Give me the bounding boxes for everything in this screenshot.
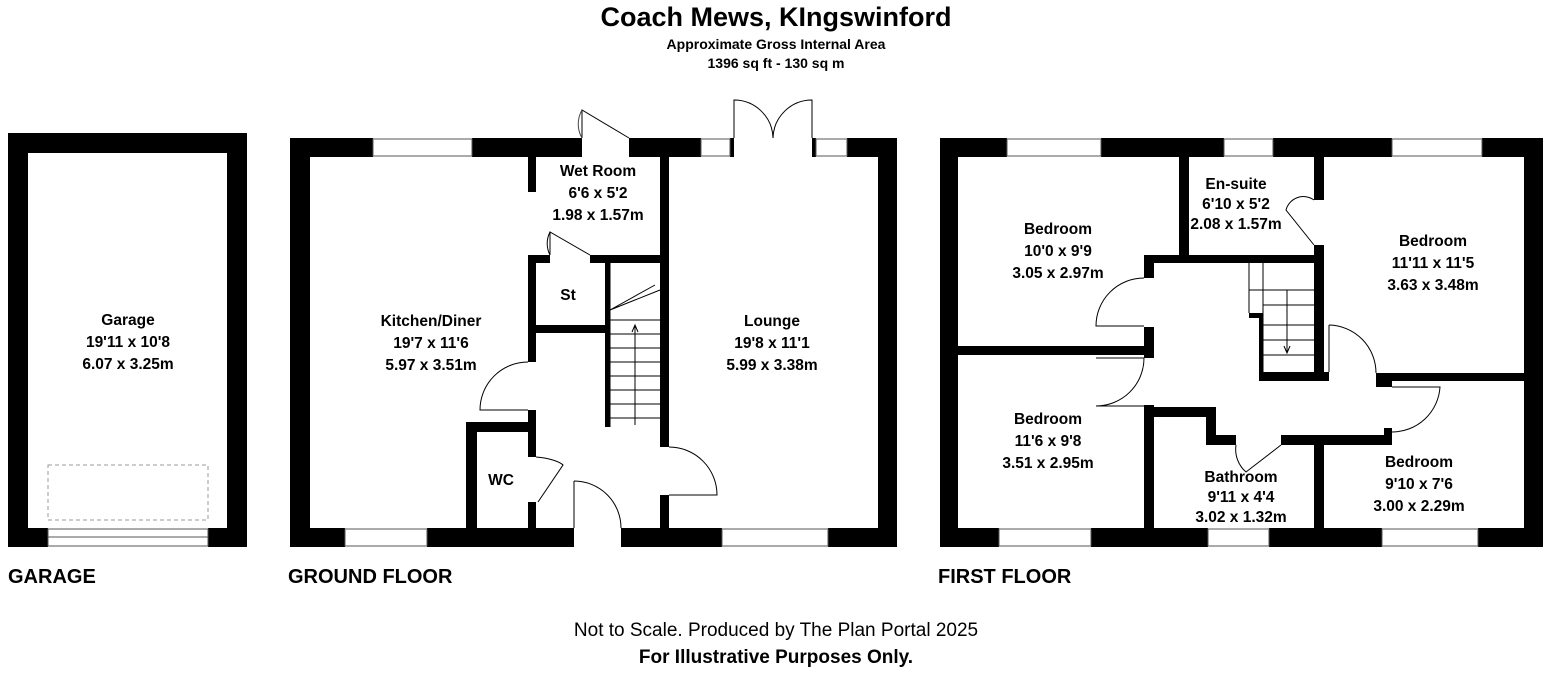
room-name: Wet Room	[559, 163, 637, 180]
room-size-metric: 5.97 x 3.51m	[385, 357, 477, 374]
room-label-lounge: Lounge 19'8 x 11'1 5.99 x 3.38m	[726, 311, 817, 377]
room-label-store: St	[560, 285, 576, 307]
room-size-metric: 5.99 x 3.38m	[726, 357, 818, 374]
room-label-garage: Garage 19'11 x 10'8 6.07 x 3.25m	[82, 310, 173, 376]
room-size-imperial: 19'8 x 11'1	[734, 335, 810, 352]
window	[372, 138, 473, 157]
room-label-bedroom-2: Bedroom 11'11 x 11'5 3.63 x 3.48m	[1387, 231, 1478, 297]
room-size-imperial: 19'11 x 10'8	[85, 334, 171, 351]
room-size-imperial: 19'7 x 11'6	[393, 335, 469, 352]
footer-disclaimer: For Illustrative Purposes Only.	[638, 647, 914, 668]
area-value: 1396 sq ft - 130 sq m	[707, 55, 845, 71]
room-size-imperial: 6'6 x 5'2	[568, 185, 628, 202]
room-label-bathroom: Bathroom 9'11 x 4'4 3.02 x 1.32m	[1195, 468, 1286, 528]
room-size-imperial: 11'6 x 9'8	[1014, 433, 1082, 450]
room-name: Garage	[101, 312, 155, 329]
footer-credit: Not to Scale. Produced by The Plan Porta…	[573, 620, 979, 641]
walls	[8, 133, 1543, 547]
room-name: Kitchen/Diner	[380, 313, 482, 330]
room-size-imperial: 10'0 x 9'9	[1024, 243, 1092, 260]
window	[344, 528, 428, 547]
room-name: Bedroom	[1013, 411, 1083, 428]
room-name: Bedroom	[1023, 221, 1093, 238]
window	[1223, 138, 1274, 157]
parking-outline	[47, 464, 209, 521]
window	[1391, 138, 1483, 157]
floor-label-ground: GROUND FLOOR	[288, 566, 453, 588]
floor-label-garage: GARAGE	[8, 566, 96, 588]
window	[1006, 138, 1102, 157]
window	[1207, 528, 1270, 547]
area-caption: Approximate Gross Internal Area	[666, 36, 886, 52]
room-size-metric: 3.02 x 1.32m	[1195, 509, 1287, 526]
room-label-kitchen: Kitchen/Diner 19'7 x 11'6 5.97 x 3.51m	[381, 311, 482, 377]
room-name: Bathroom	[1204, 469, 1278, 486]
floor-label-first: FIRST FLOOR	[938, 566, 1072, 588]
doors	[479, 99, 1441, 529]
room-label-wc: WC	[488, 470, 514, 492]
room-label-wetroom: Wet Room 6'6 x 5'2 1.98 x 1.57m	[552, 161, 643, 227]
room-size-metric: 3.63 x 3.48m	[1387, 277, 1479, 294]
room-name: WC	[488, 472, 514, 489]
room-name: Bedroom	[1398, 233, 1468, 250]
room-label-ensuite: En-suite 6'10 x 5'2 2.08 x 1.57m	[1190, 175, 1281, 235]
room-label-bedroom-1: Bedroom 10'0 x 9'9 3.05 x 2.97m	[1012, 219, 1103, 285]
room-name: Bedroom	[1384, 454, 1454, 471]
room-name: Lounge	[744, 313, 800, 330]
window	[815, 138, 848, 157]
room-name: St	[560, 287, 576, 304]
room-size-metric: 3.05 x 2.97m	[1012, 265, 1104, 282]
window	[721, 528, 829, 547]
room-name: En-suite	[1205, 176, 1267, 193]
room-size-metric: 3.51 x 2.95m	[1002, 455, 1094, 472]
room-size-imperial: 11'11 x 11'5	[1391, 255, 1475, 272]
room-size-imperial: 9'11 x 4'4	[1207, 489, 1275, 506]
window	[700, 138, 731, 157]
room-size-metric: 1.98 x 1.57m	[552, 207, 644, 224]
room-size-imperial: 9'10 x 7'6	[1385, 476, 1453, 493]
room-label-bedroom-4: Bedroom 9'10 x 7'6 3.00 x 2.29m	[1373, 452, 1464, 518]
room-size-metric: 3.00 x 2.29m	[1373, 498, 1465, 515]
room-size-imperial: 6'10 x 5'2	[1202, 196, 1270, 213]
windows	[47, 138, 1483, 547]
room-size-metric: 2.08 x 1.57m	[1190, 216, 1282, 233]
window	[998, 528, 1092, 547]
plan-title: Coach Mews, KIngswinford	[600, 2, 952, 32]
window	[1381, 528, 1479, 547]
room-size-metric: 6.07 x 3.25m	[82, 356, 174, 373]
room-label-bedroom-3: Bedroom 11'6 x 9'8 3.51 x 2.95m	[1002, 409, 1093, 475]
